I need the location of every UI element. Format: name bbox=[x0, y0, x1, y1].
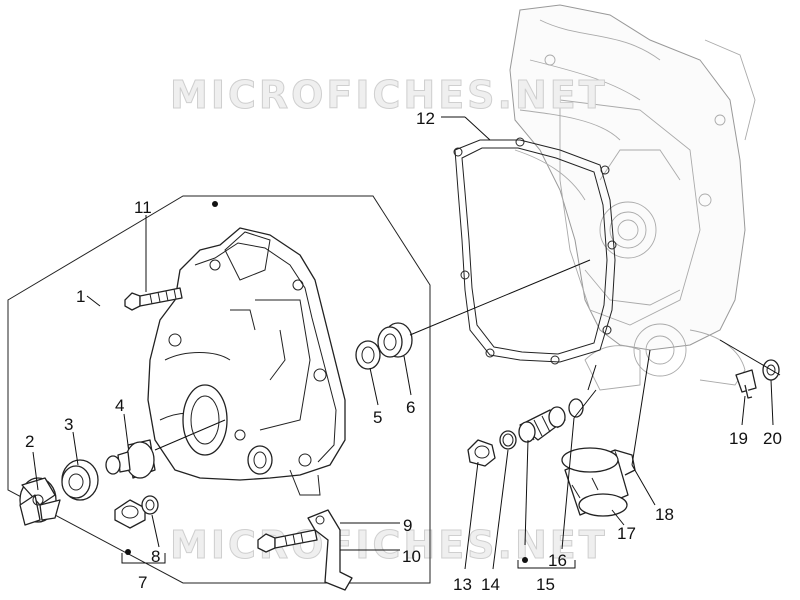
callout-10: 10 bbox=[402, 547, 421, 566]
crankcase-gasket bbox=[454, 139, 616, 363]
callout-8: 8 bbox=[151, 547, 160, 566]
callout-4: 4 bbox=[115, 396, 124, 415]
callout-9: 9 bbox=[403, 516, 412, 535]
callout-19: 19 bbox=[729, 429, 748, 448]
oil-filter-16 bbox=[518, 398, 584, 443]
callout-5: 5 bbox=[373, 408, 382, 427]
callout-11: 11 bbox=[134, 198, 152, 217]
callout-16: 16 bbox=[548, 551, 567, 570]
callout-20: 20 bbox=[763, 429, 782, 448]
oil-seal-5 bbox=[355, 340, 381, 370]
oil-drain-plug-13 bbox=[467, 439, 496, 467]
callout-18: 18 bbox=[655, 505, 674, 524]
kit-15-marker bbox=[522, 557, 528, 563]
engine-crankcase bbox=[509, 4, 756, 391]
kit-7-marker bbox=[125, 549, 131, 555]
callout-7: 7 bbox=[138, 573, 147, 592]
callout-14: 14 bbox=[481, 575, 500, 594]
leader-lines bbox=[32, 116, 781, 570]
drain-plug-8 bbox=[114, 495, 159, 529]
callout-3: 3 bbox=[64, 415, 73, 434]
sensor-19 bbox=[735, 369, 757, 399]
callout-13: 13 bbox=[453, 575, 472, 594]
bracket-9 bbox=[307, 509, 353, 591]
watermark-top: MICROFICHES.NET bbox=[170, 73, 608, 117]
callout-6: 6 bbox=[406, 398, 415, 417]
assembly-1-marker bbox=[212, 201, 218, 207]
seal-3 bbox=[61, 459, 99, 501]
assembly-1-outline bbox=[7, 195, 431, 584]
o-ring-14 bbox=[499, 430, 517, 450]
water-pump-4 bbox=[105, 439, 156, 479]
callout-1: 1 bbox=[76, 287, 85, 306]
oil-filter-cartridge-17 bbox=[561, 447, 636, 517]
bolt-11 bbox=[124, 287, 183, 311]
flywheel-cover bbox=[147, 227, 346, 496]
callout-15: 15 bbox=[536, 575, 555, 594]
watermark-bottom: MICROFICHES.NET bbox=[170, 523, 608, 567]
impeller-2 bbox=[19, 477, 61, 526]
bolt-10 bbox=[257, 529, 318, 553]
callout-2: 2 bbox=[25, 432, 34, 451]
callout-17: 17 bbox=[617, 524, 636, 543]
callout-12: 12 bbox=[416, 109, 435, 128]
bushing-6 bbox=[377, 322, 413, 358]
